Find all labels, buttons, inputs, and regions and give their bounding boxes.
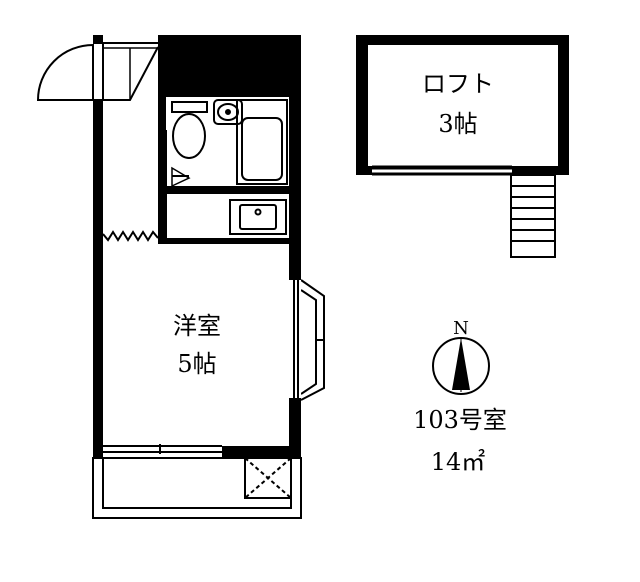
unit-area: 14㎡ [431, 448, 486, 476]
loft-wall-top [356, 35, 569, 45]
room-size: 5帖 [177, 350, 216, 378]
balcony [92, 457, 302, 519]
loft-name: ロフト [422, 70, 494, 98]
wall-top-left [93, 35, 103, 43]
loft-stairs [510, 174, 556, 258]
bathtub [236, 99, 288, 185]
north-label: N [453, 318, 469, 339]
wall-bottom-left [93, 444, 103, 458]
wall-partition-vertical [158, 97, 166, 240]
wall-bottom-right [222, 446, 301, 458]
wall-right-lower [289, 398, 301, 458]
unit-number: 103号室 [413, 406, 507, 434]
compass: N [432, 318, 490, 395]
loft: ロフト 3帖 [356, 35, 569, 258]
loft-wall-left [356, 35, 368, 175]
kitchen-sink [229, 199, 287, 235]
toilet [171, 101, 208, 159]
accordion-curtain [102, 230, 159, 242]
outdoor-unit [244, 457, 292, 499]
wall-left [93, 100, 103, 458]
wall-right-upper [289, 35, 301, 280]
bay-window [300, 279, 325, 401]
wall-bath-bottom [158, 186, 301, 194]
loft-wall-right [558, 35, 569, 175]
sliding-window [103, 444, 222, 454]
room-name: 洋室 [173, 312, 221, 340]
wall-kitchen-bottom [158, 238, 301, 244]
main-unit: 洋室 5帖 [36, 35, 325, 519]
pipe-shaft [158, 35, 301, 97]
loft-size: 3帖 [438, 110, 477, 138]
entry-door-swing [36, 43, 94, 101]
